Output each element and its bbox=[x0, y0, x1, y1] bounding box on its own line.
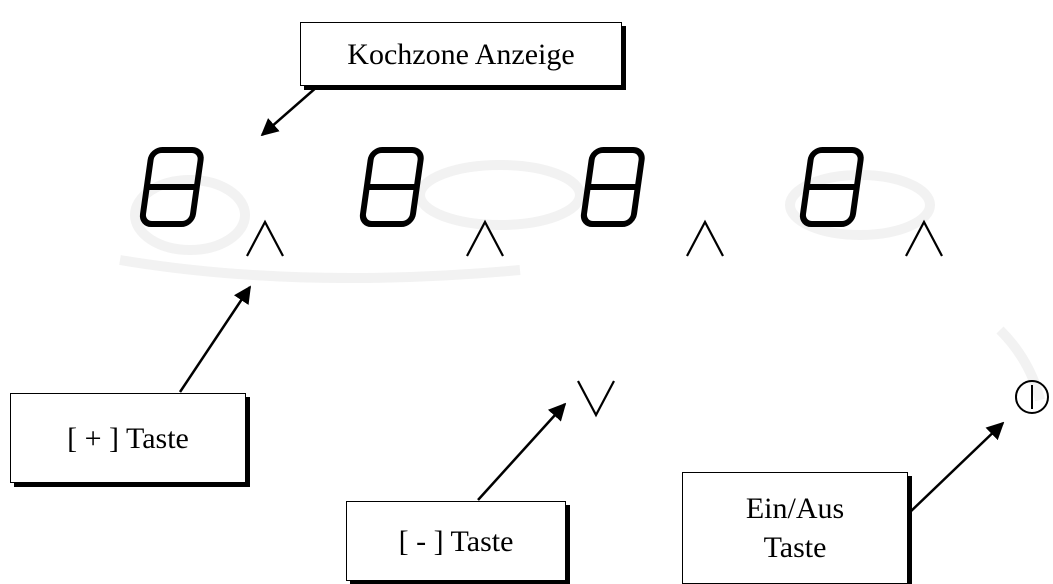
zone-display-4 bbox=[799, 147, 864, 227]
zone-display-2 bbox=[359, 147, 424, 227]
segment-digit bbox=[139, 147, 204, 227]
zone-display-label-text: Kochzone Anzeige bbox=[347, 37, 575, 71]
plus-key-icon[interactable] bbox=[246, 219, 284, 257]
power-key-icon[interactable] bbox=[1015, 380, 1049, 414]
power-key-label-line2: Taste bbox=[763, 531, 827, 564]
arrow-power-key bbox=[907, 421, 1005, 515]
plus-key-label-text: [ + ] Taste bbox=[67, 421, 189, 455]
segment-digit bbox=[799, 147, 864, 227]
zone-display-label: Kochzone Anzeige bbox=[300, 22, 622, 86]
plus-key-label: [ + ] Taste bbox=[10, 393, 246, 483]
plus-key-icon[interactable] bbox=[466, 219, 504, 257]
segment-digit bbox=[580, 147, 645, 227]
plus-key-icon[interactable] bbox=[905, 219, 943, 257]
plus-key-icon[interactable] bbox=[686, 219, 724, 257]
arrow-minus-key bbox=[477, 402, 567, 501]
segment-digit bbox=[359, 147, 424, 227]
zone-display-1 bbox=[139, 147, 204, 227]
panel-ghosting bbox=[119, 160, 1045, 402]
minus-key-label-text: [ - ] Taste bbox=[398, 524, 514, 558]
arrow-zone-display bbox=[260, 85, 319, 137]
arrow-plus-key bbox=[178, 285, 252, 393]
power-key-label-line1: Ein/Aus bbox=[745, 492, 845, 525]
minus-key-icon[interactable] bbox=[577, 380, 615, 418]
minus-key-label: [ - ] Taste bbox=[346, 501, 566, 581]
power-key-label: Ein/Aus Taste bbox=[682, 472, 908, 584]
zone-display-3 bbox=[580, 147, 645, 227]
